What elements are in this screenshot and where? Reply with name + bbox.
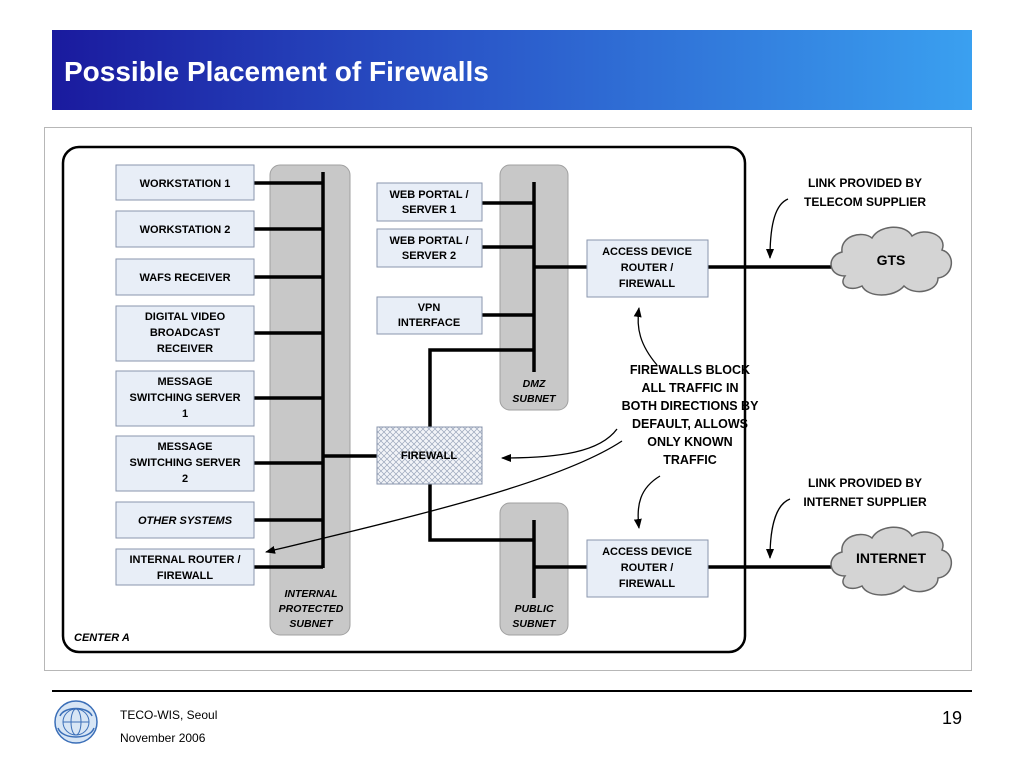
svg-text:MESSAGE: MESSAGE [157,441,212,453]
dmz-systems [376,182,483,335]
svg-text:ROUTER /: ROUTER / [621,562,674,574]
svg-text:WEB PORTAL /: WEB PORTAL / [389,235,468,247]
web-portal-server-1-box [376,182,483,222]
svg-text:TELECOM SUPPLIER: TELECOM SUPPLIER [804,195,926,209]
center-a-boundary [61,145,747,654]
message-switching-server-1-box [115,370,255,427]
svg-text:INTERNAL ROUTER /: INTERNAL ROUTER / [129,554,240,566]
svg-text:TRAFFIC: TRAFFIC [663,453,716,467]
dmz-subnet-label: DMZ SUBNET [512,378,557,405]
svg-text:SERVER 2: SERVER 2 [402,250,456,262]
other-systems-label: OTHER SYSTEMS [138,515,233,527]
svg-text:WEB PORTAL /: WEB PORTAL / [389,189,468,201]
svg-text:SUBNET: SUBNET [289,618,334,630]
svg-text:DMZ: DMZ [523,378,546,390]
svg-text:ALL TRAFFIC IN: ALL TRAFFIC IN [642,381,739,395]
message-switching-server-2-box [115,435,255,492]
svg-text:ACCESS DEVICE: ACCESS DEVICE [602,546,692,558]
svg-text:INTERNAL: INTERNAL [284,588,337,600]
internet-cloud-label: INTERNET [856,550,926,566]
svg-text:ACCESS DEVICE: ACCESS DEVICE [602,246,692,258]
dmz-system-labels: WEB PORTAL / SERVER 1 WEB PORTAL / SERVE… [389,189,468,329]
gts-cloud-label: GTS [877,252,906,268]
footer-location: TECO-WIS, Seoul [120,708,218,722]
access-device-top-label: ACCESS DEVICE ROUTER / FIREWALL [602,246,692,290]
svg-text:SWITCHING SERVER: SWITCHING SERVER [129,392,240,404]
other-systems-box [115,501,255,539]
title-bar: Possible Placement of Firewalls [52,30,972,110]
internal-subnet-label: INTERNAL PROTECTED SUBNET [279,588,344,630]
svg-text:MESSAGE: MESSAGE [157,376,212,388]
workstation-2-box [115,210,255,248]
svg-text:INTERNET SUPPLIER: INTERNET SUPPLIER [803,495,927,509]
slide-title: Possible Placement of Firewalls [64,56,489,87]
link-bottom-label: LINK PROVIDED BY INTERNET SUPPLIER [803,476,927,509]
page-number: 19 [941,708,962,728]
annotation-arrows [265,198,791,559]
svg-text:ROUTER /: ROUTER / [621,262,674,274]
internal-subnet-column [269,164,351,636]
svg-text:BROADCAST: BROADCAST [150,327,221,339]
firewall-note: FIREWALLS BLOCK ALL TRAFFIC IN BOTH DIRE… [622,363,759,467]
svg-text:LINK PROVIDED BY: LINK PROVIDED BY [808,176,922,190]
arrow-to-top-access-device [633,307,658,366]
svg-text:BOTH DIRECTIONS BY: BOTH DIRECTIONS BY [622,399,759,413]
wafs-receiver-box [115,258,255,296]
svg-text:INTERFACE: INTERFACE [398,317,460,329]
svg-text:PROTECTED: PROTECTED [279,603,344,615]
gts-cloud [830,226,952,296]
svg-text:FIREWALL: FIREWALL [619,278,675,290]
internal-router-firewall-box [115,548,255,586]
svg-text:FIREWALL: FIREWALL [619,578,675,590]
internal-system-labels: WORKSTATION 1 WORKSTATION 2 WAFS RECEIVE… [129,178,240,582]
dvb-receiver-box [115,305,255,362]
access-device-bottom-box [586,539,709,598]
firewall-label: FIREWALL [401,450,457,462]
footer-rule [52,690,972,692]
arrow-to-internal-router [265,440,623,554]
svg-text:2: 2 [182,473,188,485]
footer-date: November 2006 [120,731,206,745]
wafs-receiver-label: WAFS RECEIVER [139,272,230,284]
svg-text:DIGITAL VIDEO: DIGITAL VIDEO [145,311,226,323]
internal-systems [115,164,255,586]
svg-text:FIREWALL: FIREWALL [157,570,213,582]
center-a-label: CENTER A [74,632,130,644]
svg-text:SUBNET: SUBNET [512,393,557,405]
network-links [254,172,835,598]
arrow-to-bottom-access-device [633,475,661,529]
vpn-interface-box [376,296,483,335]
svg-text:FIREWALLS BLOCK: FIREWALLS BLOCK [630,363,750,377]
svg-text:PUBLIC: PUBLIC [514,603,554,615]
svg-text:DEFAULT, ALLOWS: DEFAULT, ALLOWS [632,417,748,431]
workstation-1-label: WORKSTATION 1 [140,178,231,190]
svg-text:ONLY KNOWN: ONLY KNOWN [647,435,732,449]
public-subnet-label: PUBLIC SUBNET [512,603,557,630]
arrow-to-central-firewall [501,428,618,462]
diagram-frame [44,127,972,671]
svg-text:SUBNET: SUBNET [512,618,557,630]
svg-text:RECEIVER: RECEIVER [157,343,213,355]
link-top-label: LINK PROVIDED BY TELECOM SUPPLIER [804,176,926,209]
svg-text:SWITCHING SERVER: SWITCHING SERVER [129,457,240,469]
firewall-box [376,426,483,485]
arrow-link-bottom [766,498,791,559]
wmo-logo-icon [54,700,98,744]
internet-cloud [830,526,952,596]
arrow-link-top [766,198,789,259]
access-device-top-box [586,239,709,298]
svg-text:SERVER 1: SERVER 1 [402,204,456,216]
svg-text:LINK PROVIDED BY: LINK PROVIDED BY [808,476,922,490]
workstation-1-box [115,164,255,201]
svg-text:VPN: VPN [418,302,441,314]
workstation-2-label: WORKSTATION 2 [140,224,231,236]
svg-text:1: 1 [182,408,188,420]
web-portal-server-2-box [376,228,483,268]
access-device-bottom-label: ACCESS DEVICE ROUTER / FIREWALL [602,546,692,590]
